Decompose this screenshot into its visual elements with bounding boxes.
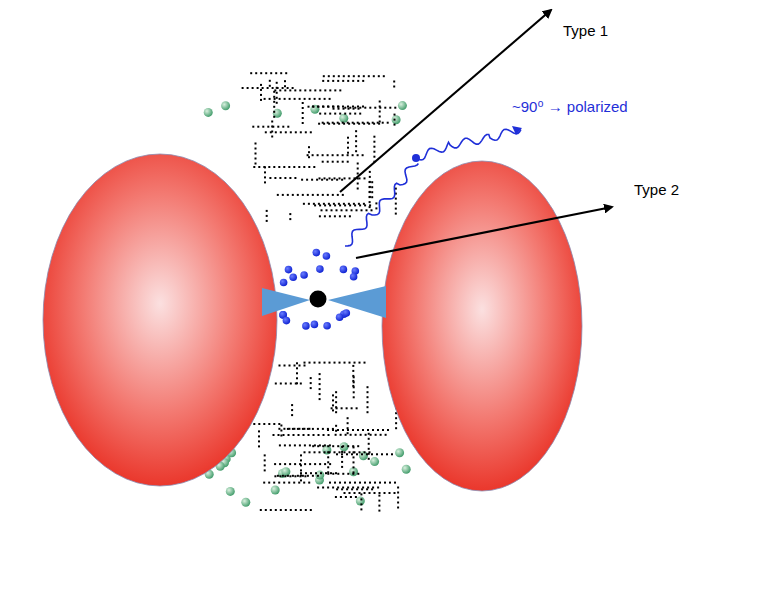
cloud-dot bbox=[285, 266, 293, 274]
cloud-dot bbox=[302, 322, 310, 330]
cloud-dot bbox=[316, 265, 324, 273]
cloud-dot bbox=[349, 467, 358, 476]
cloud-dot bbox=[340, 442, 349, 451]
cloud-dot bbox=[340, 266, 348, 274]
cloud-dot bbox=[273, 109, 282, 118]
torus-left bbox=[43, 154, 277, 486]
cloud-dot bbox=[322, 446, 331, 455]
cloud-dot bbox=[359, 451, 368, 460]
cloud-dot bbox=[310, 105, 319, 114]
cloud-dot bbox=[323, 252, 331, 260]
accretion-disk bbox=[328, 286, 386, 318]
cloud-dot bbox=[311, 321, 319, 329]
arrowhead bbox=[512, 126, 522, 135]
scattering-point bbox=[412, 154, 420, 162]
cloud-dot bbox=[280, 279, 288, 287]
torus-right bbox=[382, 161, 582, 491]
cloud-dot bbox=[281, 467, 290, 476]
cloud-dot bbox=[271, 486, 280, 495]
cloud-dot bbox=[398, 101, 407, 110]
cloud-dot bbox=[300, 271, 308, 279]
view-label: Type 1 bbox=[563, 22, 608, 39]
black-hole bbox=[310, 291, 327, 308]
cloud-dot bbox=[323, 322, 331, 330]
cloud-dot bbox=[241, 498, 250, 507]
cloud-dot bbox=[226, 487, 235, 496]
accretion-disk bbox=[262, 288, 310, 316]
cloud-dot bbox=[336, 313, 344, 321]
view-label: Type 2 bbox=[634, 181, 679, 198]
cloud-dot bbox=[313, 249, 321, 257]
cloud-dot bbox=[289, 274, 297, 282]
broad-line-clouds bbox=[279, 249, 359, 330]
cloud-dot bbox=[315, 471, 324, 480]
cloud-dot bbox=[350, 273, 358, 281]
cloud-dot bbox=[356, 497, 365, 506]
cloud-dot bbox=[370, 457, 379, 466]
cloud-dot bbox=[402, 465, 411, 474]
line-of-sight bbox=[356, 207, 612, 258]
scattered-light bbox=[345, 129, 521, 246]
cloud-dot bbox=[283, 317, 291, 325]
cloud-dot bbox=[395, 448, 404, 457]
cloud-dot bbox=[392, 115, 401, 124]
view-label: ~90⁰ → polarized bbox=[512, 98, 628, 116]
cloud-dot bbox=[339, 114, 348, 123]
cloud-dot bbox=[343, 309, 351, 317]
cloud-dot bbox=[204, 108, 213, 117]
cloud-dot bbox=[221, 101, 230, 110]
ionization-cone bbox=[242, 72, 400, 511]
